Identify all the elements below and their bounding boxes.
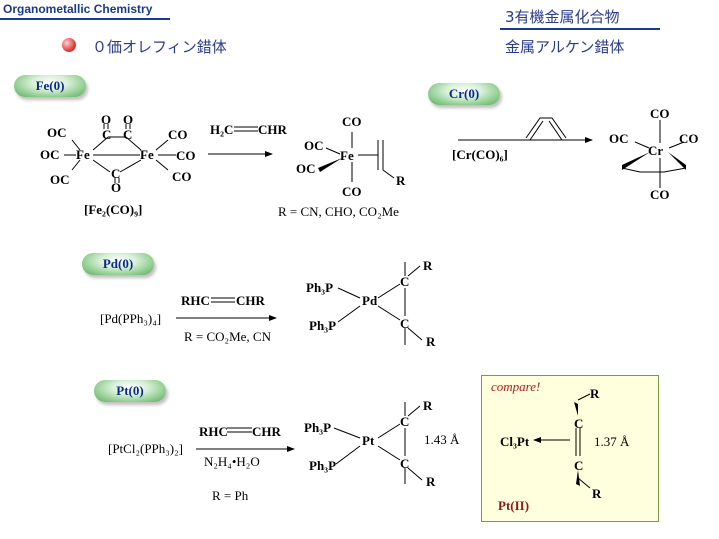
fe-product-co-bottom: CO bbox=[342, 184, 362, 199]
fe2co9-o-1: O bbox=[101, 112, 112, 127]
fe2co9-oc-1: OC bbox=[47, 125, 67, 140]
compare-c-2: C bbox=[574, 458, 584, 473]
pd-olefin-right: CHR bbox=[236, 293, 265, 308]
fe-product-r: R bbox=[396, 173, 406, 188]
badge-pd0: Pd(0) bbox=[82, 253, 154, 275]
pt-c-1: C bbox=[400, 414, 410, 429]
pt-reagent: [PtCl₂(PPh₃)₂] bbox=[108, 441, 183, 456]
cr-co-top: CO bbox=[650, 106, 670, 121]
compare-r-1: R bbox=[590, 386, 600, 401]
pt-ligand-2: Ph₃P bbox=[309, 458, 337, 473]
fe2co9-fe-1: Fe bbox=[76, 147, 90, 162]
fe2co9-o-3: O bbox=[111, 180, 122, 195]
fe-product-co-top: CO bbox=[342, 114, 362, 129]
cr-co-right: CO bbox=[679, 131, 699, 146]
fe2co9-c-1: C bbox=[102, 127, 112, 142]
badge-fe0: Fe(0) bbox=[14, 75, 86, 97]
pd-conditions: R = CO₂Me, CN bbox=[184, 329, 271, 344]
compare-metal-fragment: Cl₃Pt bbox=[500, 434, 530, 449]
cr-reagent: [Cr(CO)₆] bbox=[452, 147, 508, 162]
pt-r-2: R bbox=[426, 474, 436, 489]
fe-product-fe: Fe bbox=[340, 148, 354, 163]
compare-c-1: C bbox=[574, 416, 584, 431]
header-rule bbox=[0, 18, 170, 20]
pt-conditions: R = Ph bbox=[212, 488, 249, 503]
fe-product-oc-2: OC bbox=[296, 161, 316, 176]
fe2co9-oc-2: OC bbox=[40, 147, 60, 162]
pd-c-1: C bbox=[400, 274, 410, 289]
pd-olefin-left: RHC bbox=[181, 293, 210, 308]
chapter-title: 3有機金属化合物 bbox=[505, 8, 620, 26]
pd-metal: Pd bbox=[362, 293, 378, 308]
compare-box bbox=[481, 375, 659, 522]
pd-r-1: R bbox=[423, 258, 433, 273]
pt-c-2: C bbox=[400, 456, 410, 471]
compare-oxidation-state: Pt(II) bbox=[498, 498, 530, 513]
pd-reagent: [Pd(PPh₃)₄] bbox=[100, 311, 162, 326]
fe-olefin-left: H₂C bbox=[210, 122, 234, 137]
pd-ligand-1: Ph₃P bbox=[306, 280, 334, 295]
fe-olefin-right: CHR bbox=[258, 122, 287, 137]
slide-subtitle: ０価オレフィン錯体 bbox=[92, 38, 227, 56]
pd-c-2: C bbox=[400, 316, 410, 331]
compare-bond-length: 1.37 Å bbox=[594, 434, 630, 449]
fe2co9-co-1: CO bbox=[168, 127, 188, 142]
fe2co9-o-2: O bbox=[123, 112, 134, 127]
fe2co9-c-2: C bbox=[123, 127, 133, 142]
bullet-icon bbox=[62, 38, 76, 52]
compare-r-2: R bbox=[592, 486, 602, 501]
header-title: Organometallic Chemistry bbox=[3, 2, 153, 16]
badge-cr0: Cr(0) bbox=[428, 83, 500, 105]
badge-pt0: Pt(0) bbox=[94, 380, 166, 402]
fe2co9-fe-2: Fe bbox=[140, 147, 154, 162]
pd-ligand-2: Ph₃P bbox=[309, 318, 337, 333]
pt-reductant: N₂H₄•H₂O bbox=[204, 454, 260, 469]
pd-r-2: R bbox=[426, 334, 436, 349]
fe-product-oc-1: OC bbox=[304, 138, 324, 153]
cr-co-bottom: CO bbox=[650, 187, 670, 202]
cr-metal: Cr bbox=[648, 143, 664, 158]
pt-metal: Pt bbox=[362, 433, 375, 448]
pt-r-1: R bbox=[423, 398, 433, 413]
fe2co9-c-3: C bbox=[111, 166, 121, 181]
fe2co9-oc-3: OC bbox=[50, 172, 70, 187]
pt-olefin-right: CHR bbox=[252, 424, 281, 439]
compare-title: compare! bbox=[491, 379, 541, 394]
fe2co9-co-3: CO bbox=[172, 169, 192, 184]
pt-olefin-left: RHC bbox=[199, 424, 228, 439]
slide-subtitle-right: 金属アルケン錯体 bbox=[505, 38, 625, 56]
pt-bond-length: 1.43 Å bbox=[424, 432, 460, 447]
header-rule-right bbox=[500, 28, 660, 30]
pt-ligand-1: Ph₃P bbox=[304, 420, 332, 435]
fe2co9-co-2: CO bbox=[176, 148, 196, 163]
fe2co9-label: [Fe₂(CO)₉] bbox=[84, 202, 143, 217]
cr-oc-left: OC bbox=[609, 131, 629, 146]
fe-conditions: R = CN, CHO, CO₂Me bbox=[278, 204, 399, 219]
